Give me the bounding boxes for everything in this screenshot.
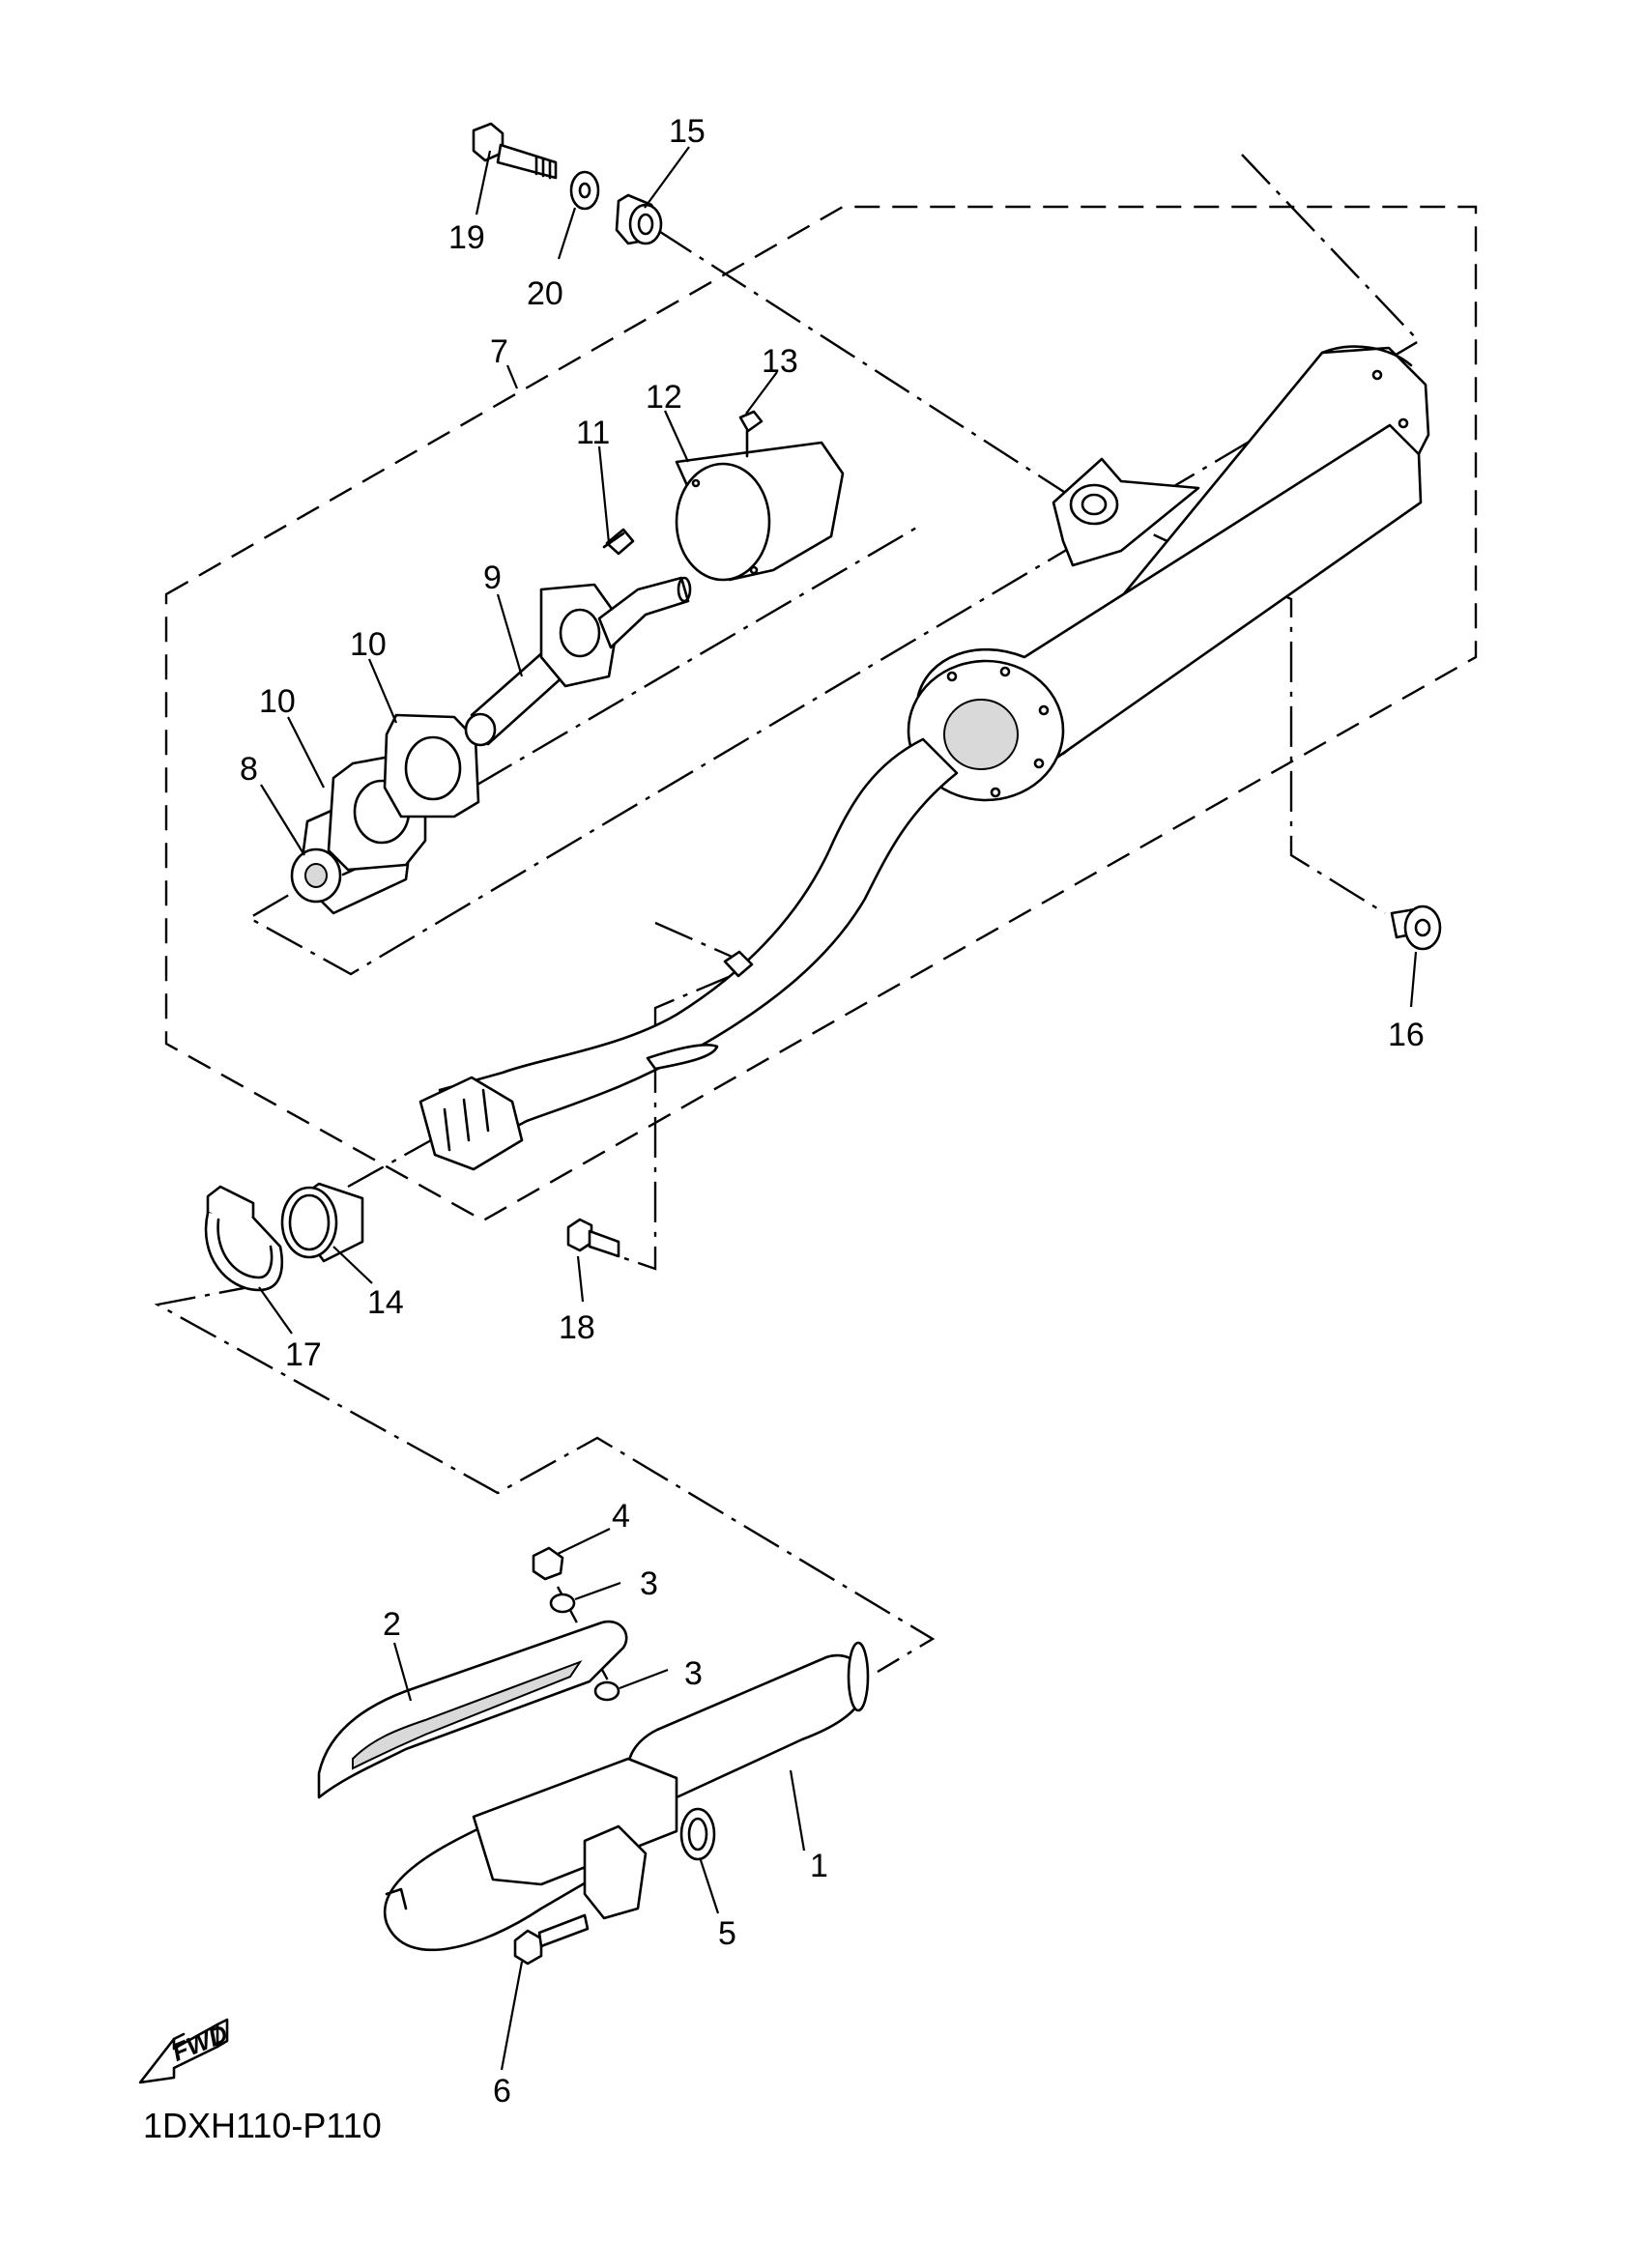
diagram-code: 1DXH110-P110 (143, 2106, 382, 2145)
muffler-assembly-boundary (164, 205, 1478, 1222)
catalyst-section (472, 1757, 678, 1886)
callout-11: 11 (576, 415, 610, 451)
exhaust-pipe (438, 737, 959, 1157)
callout-14: 14 (367, 1284, 404, 1321)
callout-12: 12 (646, 379, 682, 416)
washer-3b (593, 1680, 620, 1702)
callout-13: 13 (762, 343, 798, 380)
washer-20 (569, 170, 600, 211)
end-cap-12 (675, 441, 845, 582)
callout-9: 9 (483, 560, 502, 596)
flange-bolt-19 (472, 122, 558, 180)
rivet-16 (1390, 904, 1442, 951)
clamp-17 (204, 1185, 284, 1292)
callout-17: 17 (285, 1336, 322, 1373)
muffler-mount-guide (1094, 505, 1386, 915)
bracket-guide (656, 228, 1081, 504)
callout-3a: 3 (640, 1565, 658, 1602)
callout-5: 5 (718, 1915, 736, 1952)
callout-6: 6 (493, 2073, 511, 2110)
header-flange (583, 1824, 648, 1920)
inlet-pipe-9 (464, 576, 692, 747)
callout-20: 20 (527, 275, 563, 312)
washer-3a (549, 1593, 576, 1614)
grommet-15 (615, 193, 663, 245)
callout-18: 18 (559, 1309, 595, 1346)
callout-8: 8 (240, 751, 258, 788)
bolt-18 (566, 1218, 620, 1258)
screw-11 (602, 528, 635, 556)
callout-10b: 10 (350, 626, 387, 663)
bolt-6 (513, 1913, 590, 1966)
muffler-mount-bracket (1052, 457, 1200, 567)
screw-13 (738, 410, 764, 458)
callout-7: 7 (490, 333, 508, 370)
header-connection-guide (154, 1283, 936, 1674)
sleeve-14 (280, 1182, 364, 1263)
forward-label: FWD (168, 2019, 232, 2067)
sleeve-guide (347, 1134, 441, 1189)
callout-16: 16 (1388, 1017, 1425, 1053)
leader-lines (258, 146, 1418, 2071)
pipe-boss (723, 950, 754, 978)
callout-19: 19 (448, 219, 485, 256)
callout-labels: 1 2 3 3 4 5 6 7 8 9 10 10 11 12 13 14 15… (240, 113, 1425, 2110)
callout-1: 1 (810, 1848, 828, 1884)
bolt-4 (532, 1546, 564, 1581)
bolt-18-guide (618, 921, 758, 1271)
header-pipe-inlet (847, 1641, 870, 1712)
callout-10a: 10 (259, 683, 296, 720)
gasket-5 (679, 1807, 716, 1861)
inner-parts-boundary (246, 154, 1421, 976)
heat-shield-2 (317, 1620, 628, 1799)
callout-15: 15 (669, 113, 706, 150)
slotted-pipe-end (418, 1076, 524, 1171)
callout-3b: 3 (684, 1655, 703, 1692)
pipe-slot (646, 1044, 719, 1071)
muffler-body (907, 345, 1430, 802)
callout-2: 2 (383, 1606, 401, 1643)
gasket-10b (383, 713, 480, 818)
callout-4: 4 (612, 1498, 630, 1535)
forward-direction-indicator: FWD (138, 2018, 232, 2084)
